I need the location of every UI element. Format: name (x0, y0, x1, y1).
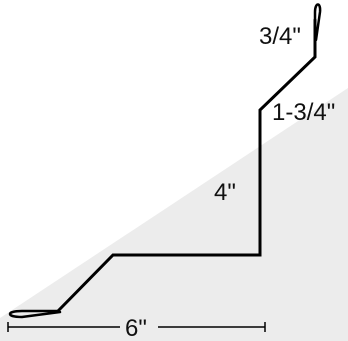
vertical-dimension: 4" (214, 179, 236, 206)
base-width-dimension: 6" (125, 315, 147, 341)
profile-line (56, 18, 317, 313)
base-dimension-line (7, 322, 266, 332)
top-hem-loop (313, 3, 322, 42)
top-flange-dimension: 3/4" (259, 23, 301, 50)
bottom-hem-loop (8, 309, 62, 319)
upper-leg-dimension: 1-3/4" (272, 99, 335, 126)
